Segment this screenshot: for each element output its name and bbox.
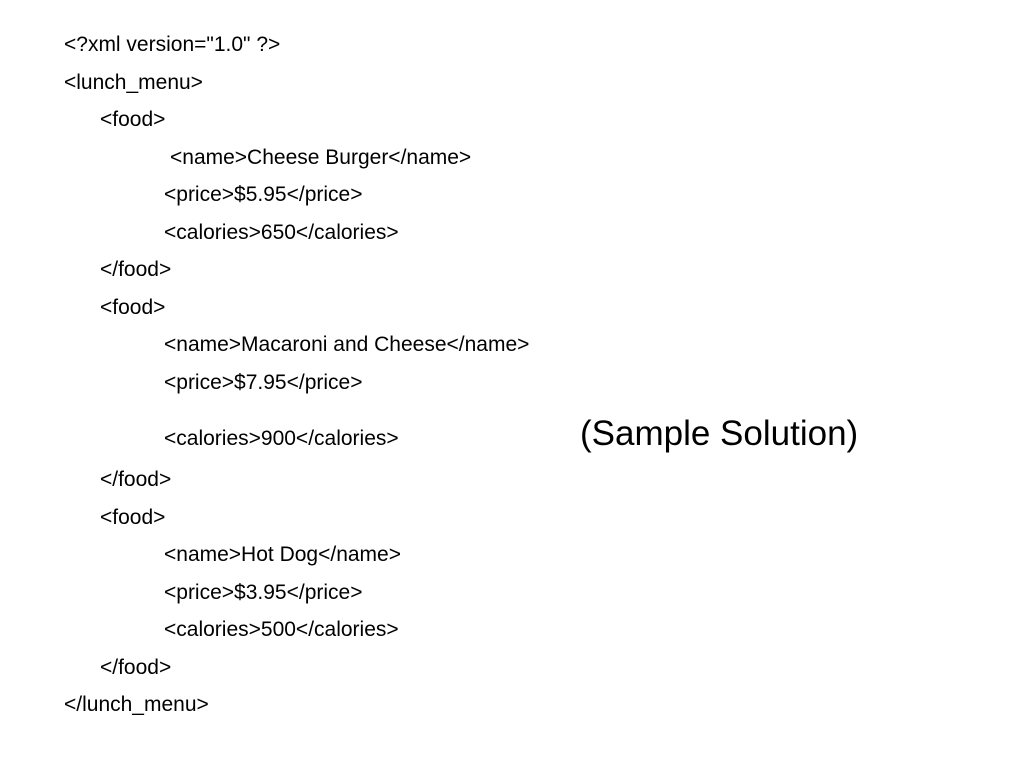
name-line-1: <name>Cheese Burger</name> — [170, 146, 472, 169]
price-line-3: <price>$3.95</price> — [164, 581, 363, 604]
food-open-tag-1: <food> — [100, 108, 166, 131]
calories-line-1: <calories>650</calories> — [164, 221, 399, 244]
name-line-2: <name>Macaroni and Cheese</name> — [164, 333, 530, 356]
food-open-tag-2: <food> — [100, 296, 166, 319]
food-close-tag-1: </food> — [100, 258, 172, 281]
lunch-menu-open-tag: <lunch_menu> — [64, 71, 203, 94]
name-line-3: <name>Hot Dog</name> — [164, 543, 401, 566]
price-line-1: <price>$5.95</price> — [164, 183, 363, 206]
sample-solution-caption: (Sample Solution) — [580, 414, 859, 453]
lunch-menu-close-tag: </lunch_menu> — [64, 693, 209, 716]
calories-line-3: <calories>500</calories> — [164, 618, 399, 641]
food-open-tag-3: <food> — [100, 506, 166, 529]
price-line-2: <price>$7.95</price> — [164, 371, 363, 394]
food-close-tag-3: </food> — [100, 656, 172, 679]
calories-line-2: <calories>900</calories> — [164, 427, 399, 450]
food-close-tag-2: </food> — [100, 468, 172, 491]
xml-declaration: <?xml version="1.0" ?> — [64, 33, 281, 56]
